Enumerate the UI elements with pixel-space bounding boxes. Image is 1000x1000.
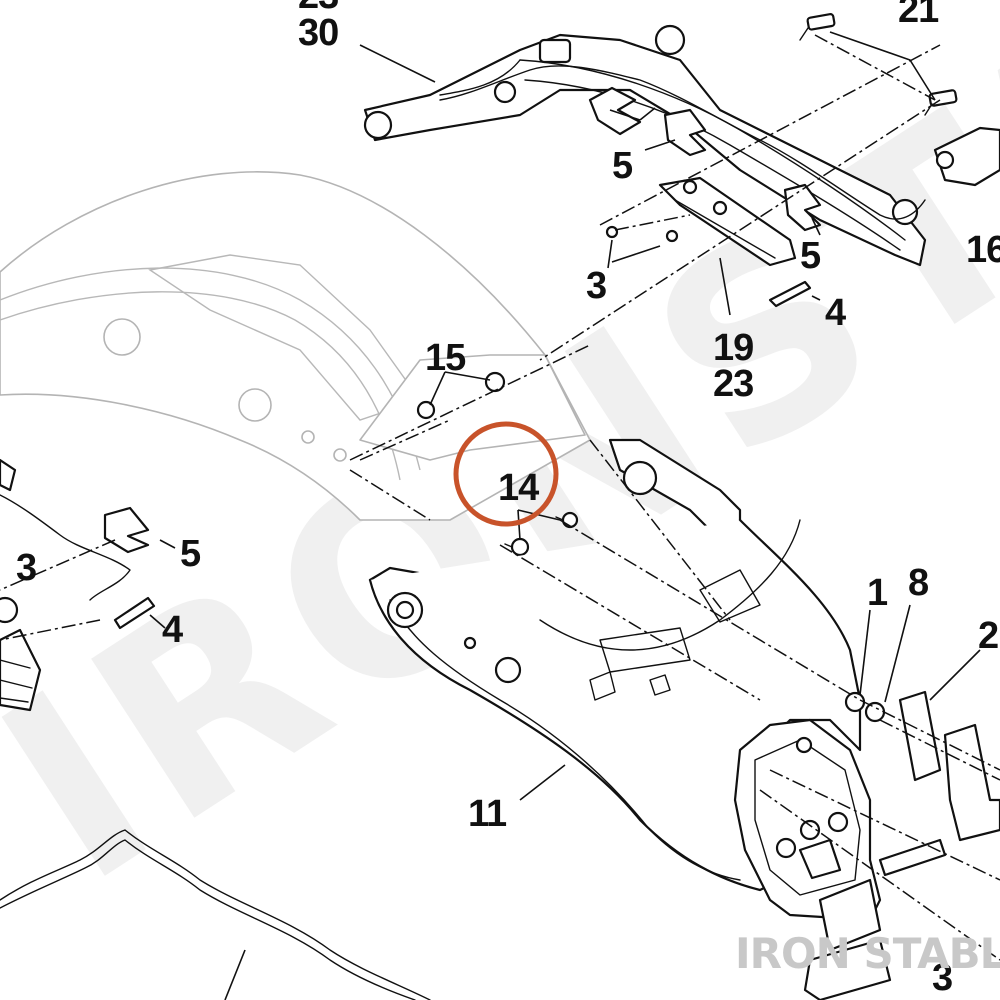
rear-tire-outline	[0, 829, 431, 1000]
callout-4-left: 4	[162, 609, 183, 651]
screw-3-upper-a	[605, 225, 619, 239]
callout-1: 1	[867, 572, 888, 614]
callout-3-left: 3	[16, 547, 36, 589]
callout-14: 14	[498, 467, 539, 509]
callout-8: 8	[908, 562, 928, 604]
bracket-2	[898, 690, 942, 782]
bracket-2-b	[943, 723, 1000, 842]
callout-21: 21	[898, 0, 939, 31]
callout-15: 15	[425, 337, 466, 379]
bracket-5-upper-c	[783, 183, 822, 232]
fender-mount-hole-4	[333, 448, 347, 462]
bolt-21-a	[799, 13, 836, 41]
left-bracket-3	[0, 458, 17, 492]
callout-2: 2	[978, 615, 998, 657]
upper-support-bracket	[363, 24, 927, 267]
left-bracket-5	[103, 506, 150, 554]
light-bar-19	[658, 176, 797, 267]
callout-19: 19	[713, 327, 753, 369]
leader-lines	[149, 31, 981, 1000]
callout-5-upper-b: 5	[800, 235, 821, 277]
screw-15-b	[416, 400, 436, 420]
turn-signal-housing-16	[933, 126, 1000, 187]
watermark-small: IRON STABLE	[735, 929, 1000, 978]
callout-23: 23	[713, 363, 753, 405]
rear-tire-outline-inner	[0, 839, 416, 1000]
callout-16: 16	[966, 229, 1000, 271]
callout-30: 30	[298, 12, 338, 54]
callout-4-upper: 4	[825, 292, 846, 334]
left-nut	[0, 596, 19, 624]
callout-3-upper: 3	[586, 265, 606, 307]
bracket-5-upper-b	[663, 108, 707, 157]
left-pin-4	[113, 596, 156, 630]
wiring-harness-upper	[439, 65, 926, 220]
callout-23-top: 23	[298, 0, 338, 17]
pin-4-upper	[768, 280, 812, 308]
fender-mount-hole-1	[103, 318, 141, 356]
fender-mount-hole-2	[238, 388, 272, 422]
fender-mount-hole-3	[301, 430, 315, 444]
screw-15-a	[484, 371, 506, 393]
bracket-2-c	[878, 838, 947, 877]
left-turn-signal	[0, 628, 42, 712]
callout-3-bottom: 3	[932, 957, 952, 999]
rear-fender-ghost	[0, 171, 591, 521]
callout-5-left: 5	[180, 533, 201, 575]
highlight-circle-14	[453, 421, 559, 527]
callout-5-upper-a: 5	[612, 145, 633, 187]
left-turn-signal-lines	[0, 659, 33, 703]
screw-3-upper-b	[665, 229, 679, 243]
alignment-lines	[0, 34, 1000, 961]
nut-1	[844, 691, 866, 713]
callout-11: 11	[468, 793, 507, 835]
washer-8	[864, 701, 886, 723]
